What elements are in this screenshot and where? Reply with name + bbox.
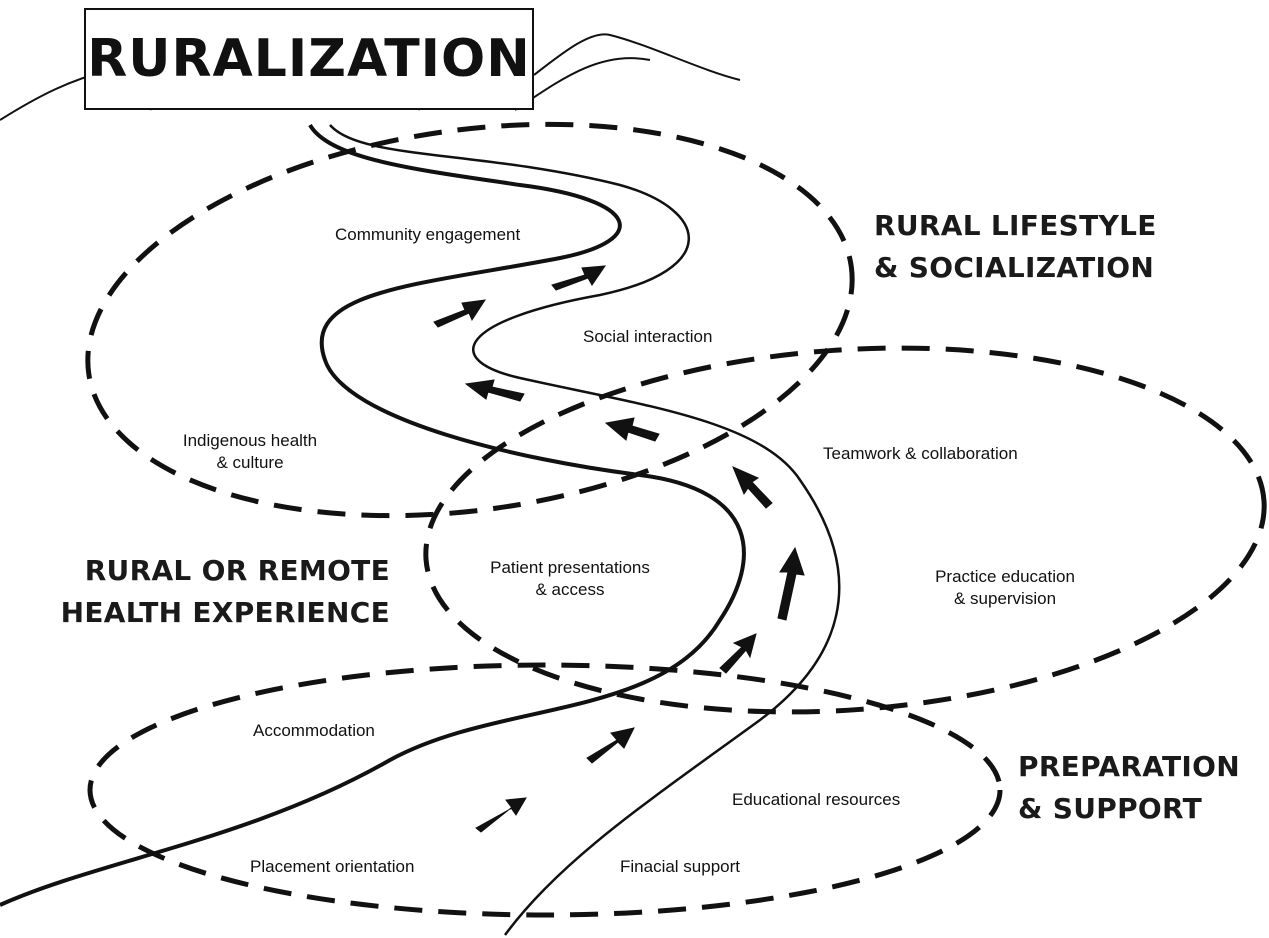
road-arrows <box>433 265 805 833</box>
hill-line-right <box>533 33 741 81</box>
label-practice-education: Practice education & supervision <box>905 566 1105 610</box>
label-financial-support: Finacial support <box>620 857 741 876</box>
label-indigenous-line2: & culture <box>216 453 284 472</box>
label-educational-resources: Educational resources <box>732 790 901 809</box>
arrow-mark <box>551 265 607 291</box>
mountain-right <box>514 57 651 111</box>
zone-lifestyle-heading: RURAL LIFESTYLE & SOCIALIZATION <box>874 205 1157 289</box>
label-patient-presentations: Patient presentations & access <box>460 557 680 601</box>
label-practice-line2: & supervision <box>953 589 1057 608</box>
arrow-mark <box>719 633 757 674</box>
label-social-interaction: Social interaction <box>583 327 713 346</box>
zone-lifestyle-line2: & SOCIALIZATION <box>874 251 1155 284</box>
label-indigenous-health: Indigenous health & culture <box>160 430 340 474</box>
label-teamwork: Teamwork & collaboration <box>823 444 1018 463</box>
label-practice-line1: Practice education <box>935 567 1075 586</box>
arrow-mark <box>433 299 487 328</box>
arrow-mark <box>464 379 525 402</box>
arrow-mark <box>475 797 527 833</box>
label-indigenous-line1: Indigenous health <box>182 431 318 450</box>
arrow-mark <box>732 466 773 509</box>
road-left-edge <box>0 123 746 907</box>
zone-preparation-line1: PREPARATION <box>1018 750 1240 783</box>
ellipse-experience <box>423 345 1267 715</box>
zone-preparation-line2: & SUPPORT <box>1018 792 1203 825</box>
label-patient-line1: Patient presentations <box>490 558 650 577</box>
zone-preparation-heading: PREPARATION & SUPPORT <box>1018 746 1240 830</box>
diagram-title: RURALIZATION <box>87 29 531 89</box>
label-accommodation: Accommodation <box>253 721 375 740</box>
title-box: RURALIZATION <box>84 8 534 110</box>
ellipse-lifestyle <box>85 121 855 519</box>
zone-experience-line2: HEALTH EXPERIENCE <box>60 596 390 629</box>
zone-lifestyle-line1: RURAL LIFESTYLE <box>874 209 1157 242</box>
arrow-mark <box>777 546 805 621</box>
zone-experience-line1: RURAL OR REMOTE <box>84 554 390 587</box>
zone-experience-heading: RURAL OR REMOTE HEALTH EXPERIENCE <box>10 550 390 634</box>
label-placement-orientation: Placement orientation <box>250 857 415 876</box>
label-patient-line2: & access <box>535 580 605 599</box>
label-community-engagement: Community engagement <box>335 225 521 244</box>
arrow-mark <box>604 417 660 442</box>
arrow-mark <box>586 727 635 764</box>
ellipse-preparation <box>87 662 1003 918</box>
road-right-edge <box>329 124 841 936</box>
